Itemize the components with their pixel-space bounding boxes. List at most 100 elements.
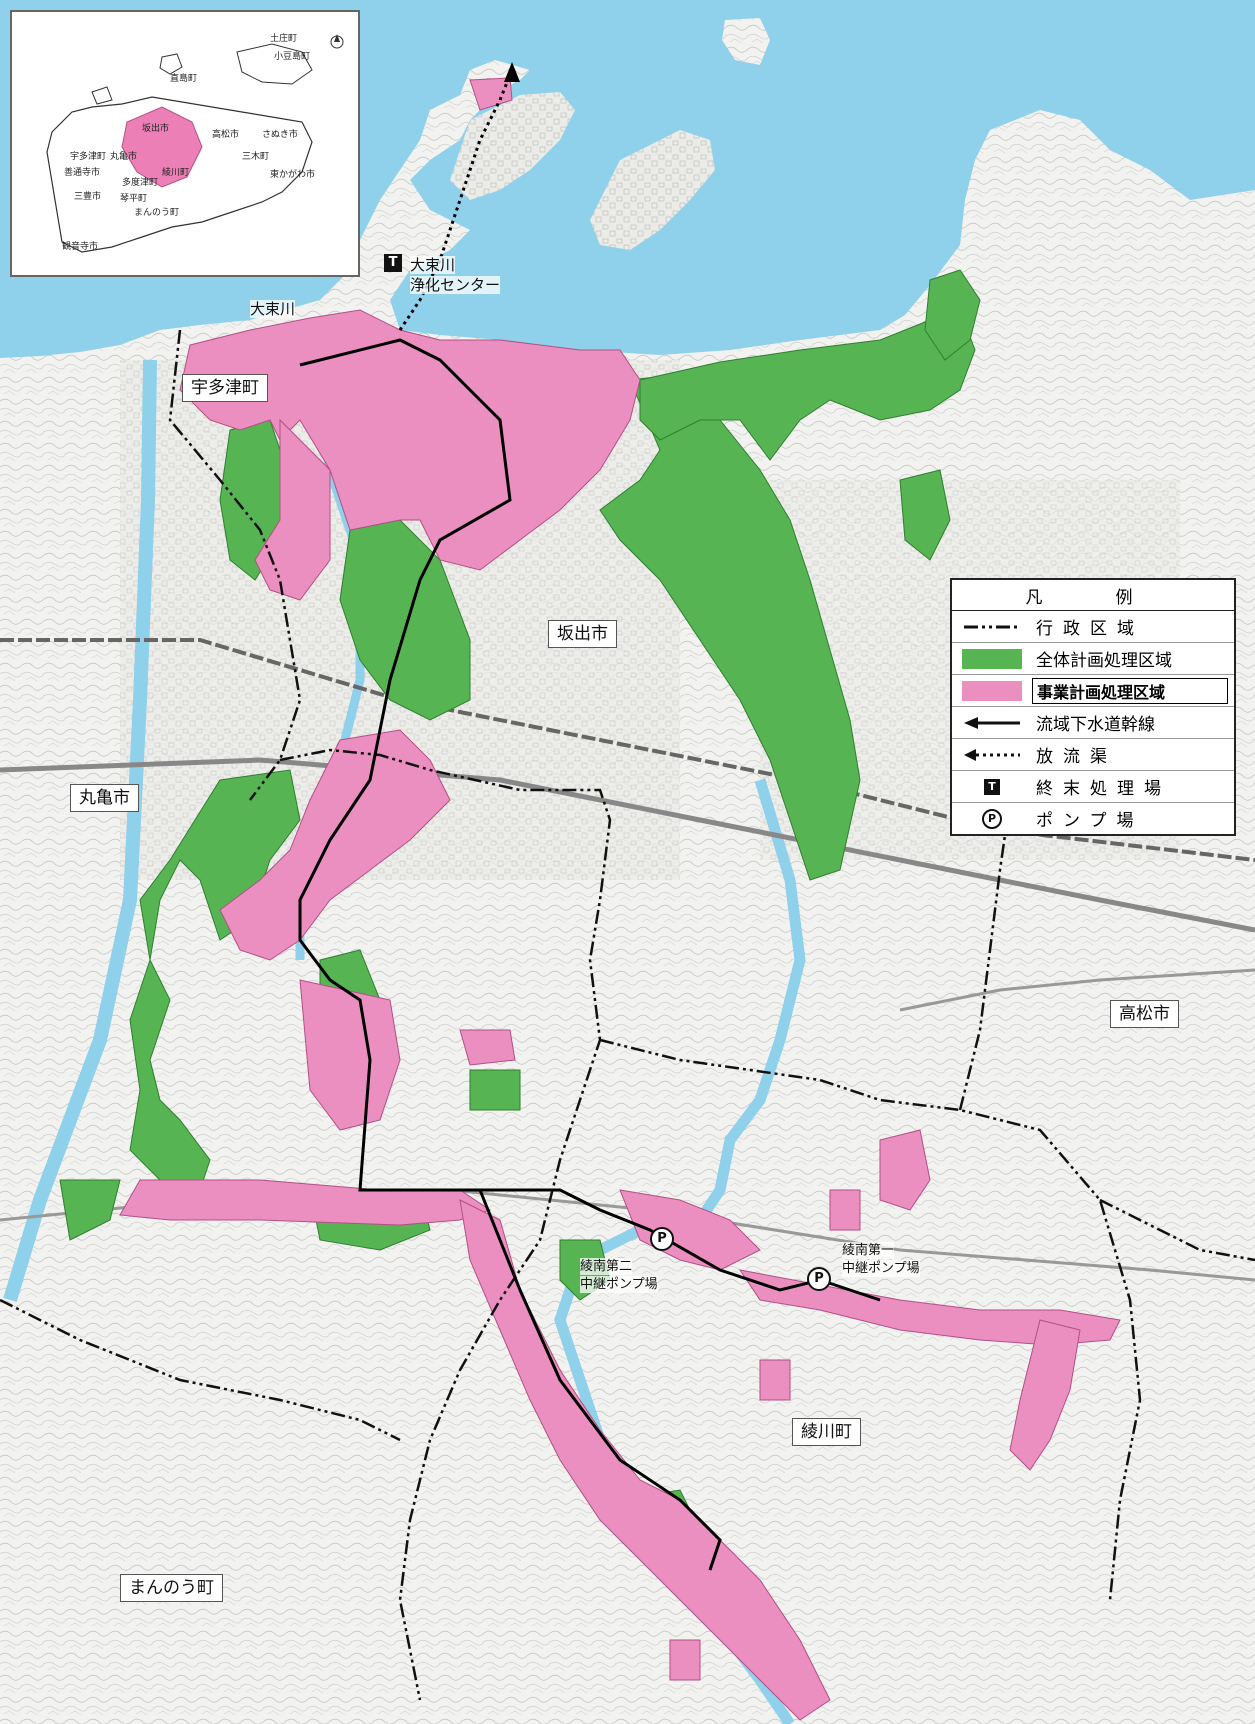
trunk-sewer-line xyxy=(298,338,881,1302)
inset-label: 多度津町 xyxy=(122,178,159,188)
inset-highlight-area xyxy=(121,106,203,188)
inset-label: 土庄町 xyxy=(270,34,298,44)
legend-label: 流域下水道幹線 xyxy=(1036,715,1155,735)
place-label-ayagawa: 綾川町 xyxy=(792,1418,861,1446)
treatment-plant-icon: T xyxy=(384,254,402,272)
legend-label: 事業計画処理区域 xyxy=(1032,677,1228,704)
dash-dot-line-icon xyxy=(964,625,1020,628)
pump2-label-line2: 中継ポンプ場 xyxy=(580,1276,658,1293)
legend-label: ポンプ場 xyxy=(1036,811,1144,831)
dotted-arrow-left-icon xyxy=(964,748,1020,761)
pink-area xyxy=(1009,1319,1081,1471)
inset-island xyxy=(236,43,313,85)
place-label-mannou: まんのう町 xyxy=(120,1574,223,1602)
legend-row: 放流渠 xyxy=(952,739,1234,771)
place-label-marugame: 丸亀市 xyxy=(70,784,139,812)
legend-label: 行政区域 xyxy=(1036,619,1144,639)
inset-island xyxy=(159,53,183,75)
inset-label: 三木町 xyxy=(242,152,270,162)
pump-station-icon: P xyxy=(982,808,1002,829)
road-east xyxy=(899,968,1255,1012)
pink-area xyxy=(459,1199,831,1721)
river-utazu-west xyxy=(3,359,157,1303)
legend-row: 全体計画処理区域 xyxy=(952,643,1234,675)
place-label-utazu: 宇多津町 xyxy=(182,374,268,402)
inset-label: 宇多津町 xyxy=(70,152,107,162)
green-swatch xyxy=(962,648,1022,669)
trunk-sewer-line xyxy=(478,1189,722,1571)
pink-area xyxy=(738,1269,1121,1346)
inset-label: まんのう町 xyxy=(134,208,180,218)
green-area xyxy=(339,519,471,721)
expressway xyxy=(0,757,1255,933)
inset-label: 善通寺市 xyxy=(64,168,101,178)
pump1-label-line2: 中継ポンプ場 xyxy=(842,1260,920,1277)
pink-area xyxy=(669,1639,701,1681)
map-legend: 凡 例 行政区域 全体計画処理区域 事業計画処理区域 流域下水道幹線 放流渠 T… xyxy=(950,578,1236,836)
inset-label: 坂出市 xyxy=(142,124,170,134)
inset-label: 観音寺市 xyxy=(62,242,99,252)
inset-label: 丸亀市 xyxy=(110,152,138,162)
pump1-label-line1: 綾南第一 xyxy=(842,1242,895,1259)
boundary-line xyxy=(599,1038,1142,1601)
river-label: 大束川 xyxy=(250,300,296,318)
green-area xyxy=(639,309,976,461)
boundary-line xyxy=(0,1298,401,1442)
inset-label: 直島町 xyxy=(170,74,198,84)
legend-label: 終末処理場 xyxy=(1036,779,1171,799)
pink-area xyxy=(179,309,641,571)
boundary-line xyxy=(958,799,1012,1111)
port-peninsula xyxy=(450,92,575,200)
inset-label: 東かがわ市 xyxy=(270,170,316,180)
legend-row: P ポンプ場 xyxy=(952,803,1234,834)
pink-area xyxy=(459,1029,516,1066)
pump-station-icon: P xyxy=(807,1267,831,1291)
legend-row: T 終末処理場 xyxy=(952,771,1234,803)
island-small xyxy=(722,18,770,65)
inset-island xyxy=(91,86,113,105)
inset-label: 小豆島町 xyxy=(274,52,311,62)
green-area xyxy=(469,1069,521,1111)
arrow-left-icon xyxy=(964,716,1020,729)
boundary-line xyxy=(168,329,302,801)
inset-canvas xyxy=(46,34,344,253)
inset-label: 三豊市 xyxy=(74,192,102,202)
place-label-sakaide: 坂出市 xyxy=(548,620,617,648)
pink-swatch xyxy=(962,680,1022,701)
pump-station-icon: P xyxy=(650,1227,674,1251)
railway xyxy=(0,638,1255,862)
pink-area xyxy=(759,1359,791,1401)
pink-area xyxy=(879,1129,931,1211)
outfall-arrow xyxy=(504,62,520,82)
admin-boundaries xyxy=(0,329,1255,1701)
inset-map: 土庄町 小豆島町 直島町 高松市 三木町 さぬき市 東かがわ市 坂出市 宇多津町… xyxy=(10,10,360,277)
place-label-takamatsu: 高松市 xyxy=(1110,1000,1179,1028)
pink-area xyxy=(829,1189,861,1231)
outfall-line xyxy=(398,74,512,331)
legend-label: 放流渠 xyxy=(1036,747,1117,767)
legend-label: 全体計画処理区域 xyxy=(1036,651,1172,671)
project-plan-areas xyxy=(119,77,1121,1721)
plant-name-line1: 大束川 xyxy=(410,256,456,274)
green-area xyxy=(599,371,861,881)
pink-area xyxy=(299,979,401,1131)
pink-area xyxy=(254,418,331,601)
legend-row: 行政区域 xyxy=(952,611,1234,643)
inset-label: 綾川町 xyxy=(162,168,190,178)
inset-label: 琴平町 xyxy=(120,194,148,204)
legend-title: 凡 例 xyxy=(952,580,1234,611)
pump2-label-line1: 綾南第二 xyxy=(580,1258,633,1275)
pink-area xyxy=(469,77,513,111)
green-area xyxy=(924,269,981,361)
legend-row: 流域下水道幹線 xyxy=(952,707,1234,739)
legend-row: 事業計画処理区域 xyxy=(952,675,1234,707)
eastern-hills xyxy=(960,110,1190,260)
inset-label: さぬき市 xyxy=(262,130,298,140)
inset-label: 高松市 xyxy=(212,130,240,140)
green-area xyxy=(59,1179,121,1241)
pink-area xyxy=(619,1189,761,1271)
green-area xyxy=(899,469,951,561)
plant-name-line2: 浄化センター xyxy=(410,276,501,294)
treatment-plant-icon: T xyxy=(984,778,1000,795)
